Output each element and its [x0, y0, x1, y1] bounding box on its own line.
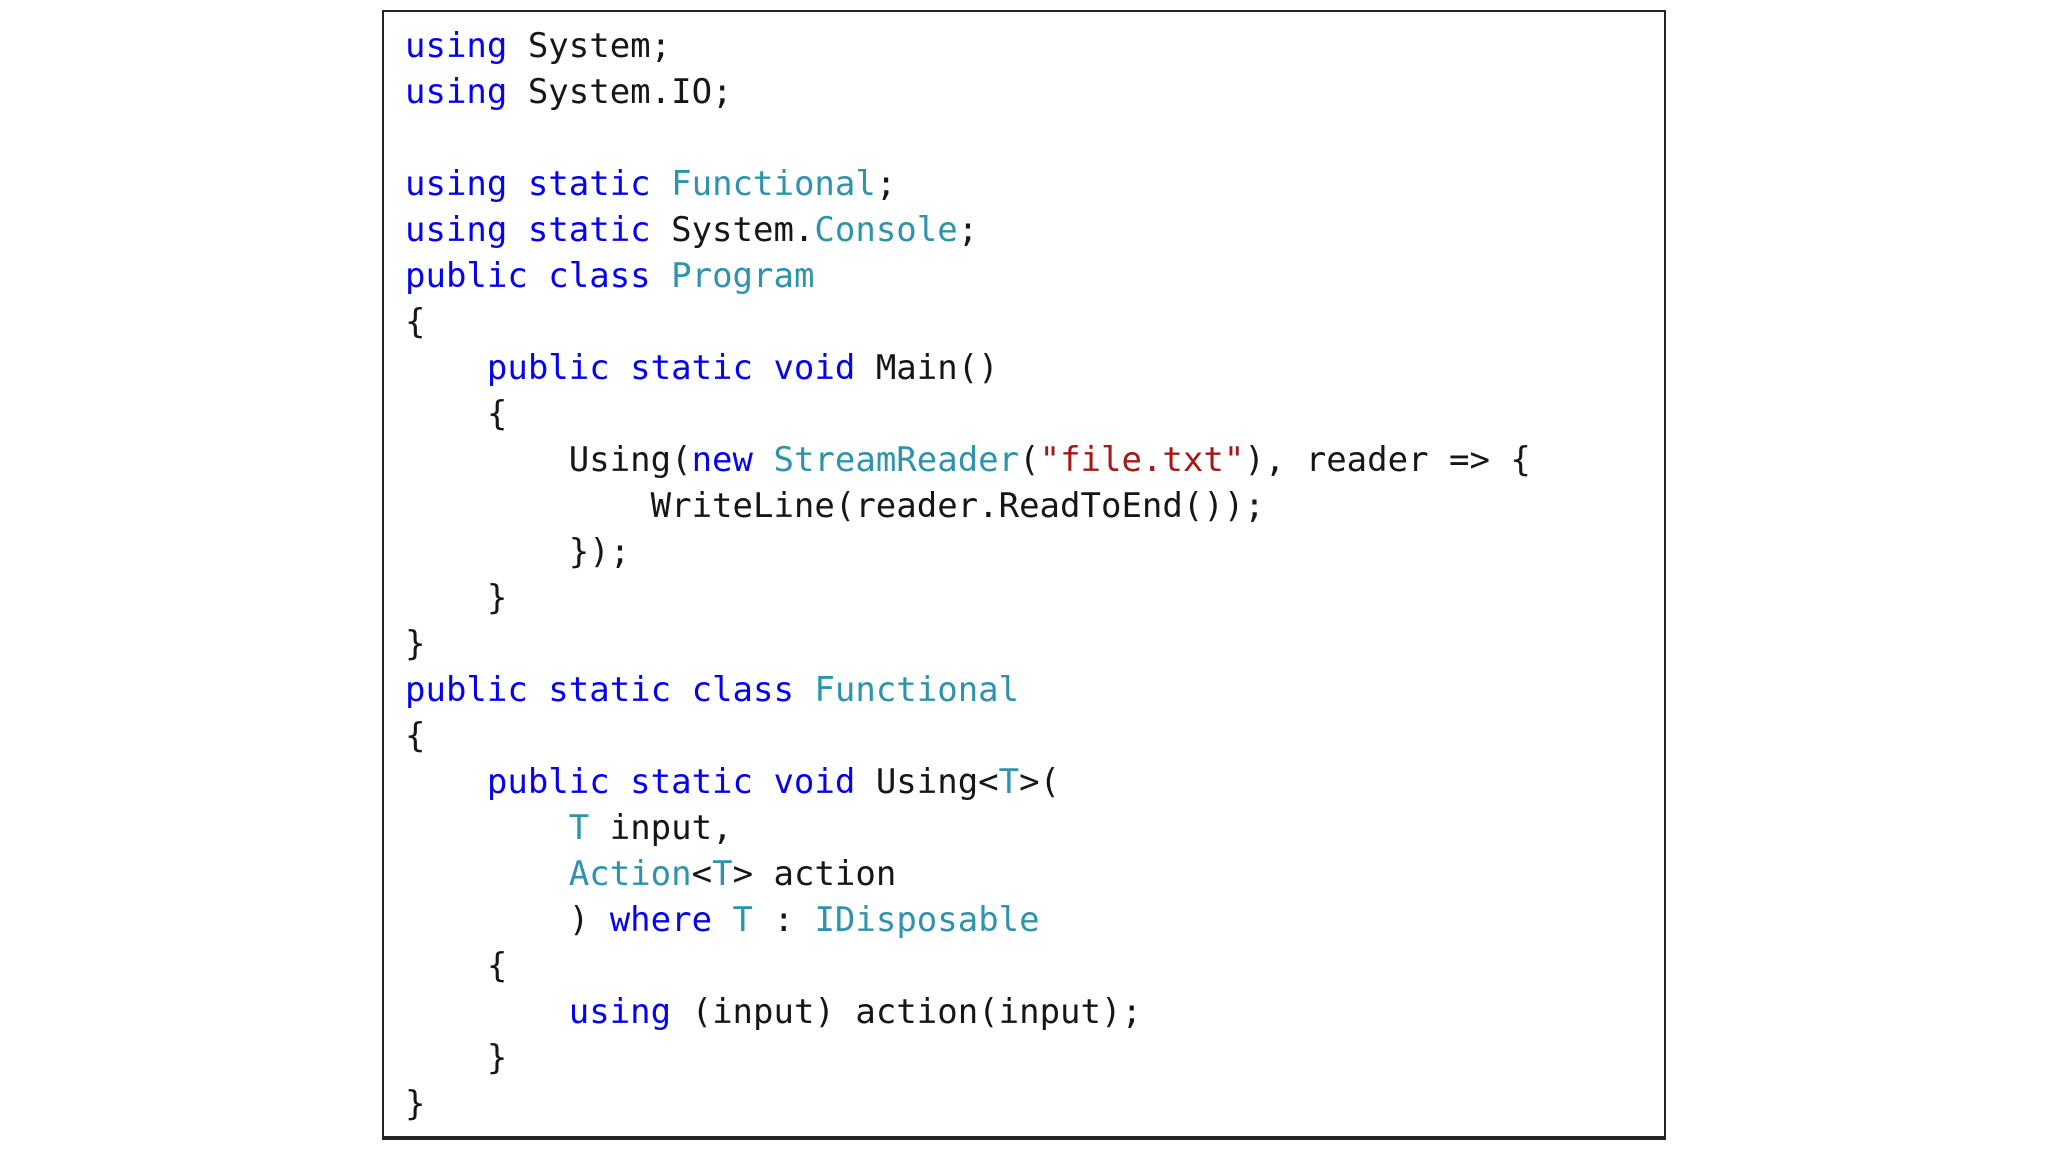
code-token: new: [691, 440, 753, 480]
code-line: using System.IO;: [405, 69, 1664, 115]
code-token: }: [405, 1038, 508, 1078]
code-token: ), reader => {: [1244, 440, 1531, 480]
code-line: }: [405, 1081, 1664, 1127]
code-token: [753, 440, 773, 480]
code-token: Main(): [855, 348, 999, 388]
code-token: where: [609, 900, 713, 940]
code-token: [405, 762, 487, 802]
code-token: Functional: [814, 670, 1020, 710]
code-token: [405, 992, 569, 1032]
code-token: (: [1019, 440, 1040, 480]
code-token: }: [405, 1084, 426, 1124]
code-token: WriteLine(reader.ReadToEnd());: [405, 486, 1265, 526]
code-token: {: [405, 302, 426, 342]
code-token: {: [405, 946, 508, 986]
code-token: {: [405, 716, 426, 756]
code-token: T: [712, 854, 733, 894]
code-line: {: [405, 713, 1664, 759]
code-line: WriteLine(reader.ReadToEnd());: [405, 483, 1664, 529]
code-token: <: [691, 854, 713, 894]
code-line: {: [405, 391, 1664, 437]
code-line: });: [405, 529, 1664, 575]
code-token: (input) action(input);: [671, 992, 1142, 1032]
code-token: using: [405, 72, 508, 112]
code-line: }: [405, 621, 1664, 667]
code-token: [405, 348, 487, 388]
code-line: using (input) action(input);: [405, 989, 1664, 1035]
code-token: [651, 164, 671, 204]
code-line: using System;: [405, 23, 1664, 69]
code-token: public static void: [486, 762, 856, 802]
code-token: T: [732, 900, 754, 940]
code-line: ) where T : IDisposable: [405, 897, 1664, 943]
code-line: using static System.Console;: [405, 207, 1664, 253]
code-line: public class Program: [405, 253, 1664, 299]
code-token: [712, 900, 732, 940]
code-token: [405, 808, 569, 848]
code-token: Using(: [405, 440, 692, 480]
code-token: System;: [507, 26, 672, 66]
code-token: using static: [405, 164, 651, 204]
code-line: Action<T> action: [405, 851, 1664, 897]
code-line: [405, 115, 1664, 161]
code-line: }: [405, 575, 1664, 621]
code-token: input,: [589, 808, 733, 848]
code-token: IDisposable: [814, 900, 1040, 940]
code-line: {: [405, 943, 1664, 989]
code-token: > action: [732, 854, 897, 894]
code-token: public class: [405, 256, 651, 296]
code-token: using: [568, 992, 672, 1032]
code-token: }: [405, 578, 508, 618]
code-token: ;: [875, 164, 897, 204]
code-line: using static Functional;: [405, 161, 1664, 207]
code-token: System.: [650, 210, 815, 250]
code-token: {: [405, 394, 508, 434]
code-line: public static void Using<T>(: [405, 759, 1664, 805]
code-token: T: [998, 762, 1020, 802]
code-token: Using<: [855, 762, 999, 802]
code-token: });: [405, 532, 631, 572]
code-token: "file.txt": [1039, 440, 1245, 480]
code-token: Console: [814, 210, 958, 250]
code-line: }: [405, 1035, 1664, 1081]
code-token: using static: [405, 210, 651, 250]
code-token: public static class: [405, 670, 794, 710]
code-line: public static void Main(): [405, 345, 1664, 391]
code-token: [405, 854, 569, 894]
code-token: Program: [671, 256, 815, 296]
code-token: :: [753, 900, 815, 940]
code-token: System.IO;: [507, 72, 733, 112]
code-token: StreamReader: [773, 440, 1020, 480]
code-token: >(: [1019, 762, 1061, 802]
code-token: Action: [568, 854, 692, 894]
code-line: {: [405, 299, 1664, 345]
code-token: using: [405, 26, 508, 66]
code-token: [794, 670, 814, 710]
code-token: Functional: [671, 164, 876, 204]
code-line: public static class Functional: [405, 667, 1664, 713]
code-line: T input,: [405, 805, 1664, 851]
code-line: Using(new StreamReader("file.txt"), read…: [405, 437, 1664, 483]
code-token: public static void: [486, 348, 856, 388]
code-token: ): [405, 900, 610, 940]
code-token: [651, 256, 671, 296]
code-token: T: [568, 808, 590, 848]
code-token: ;: [957, 210, 979, 250]
code-snippet: using System;using System.IO; using stat…: [382, 10, 1666, 1140]
code-token: }: [405, 624, 426, 664]
